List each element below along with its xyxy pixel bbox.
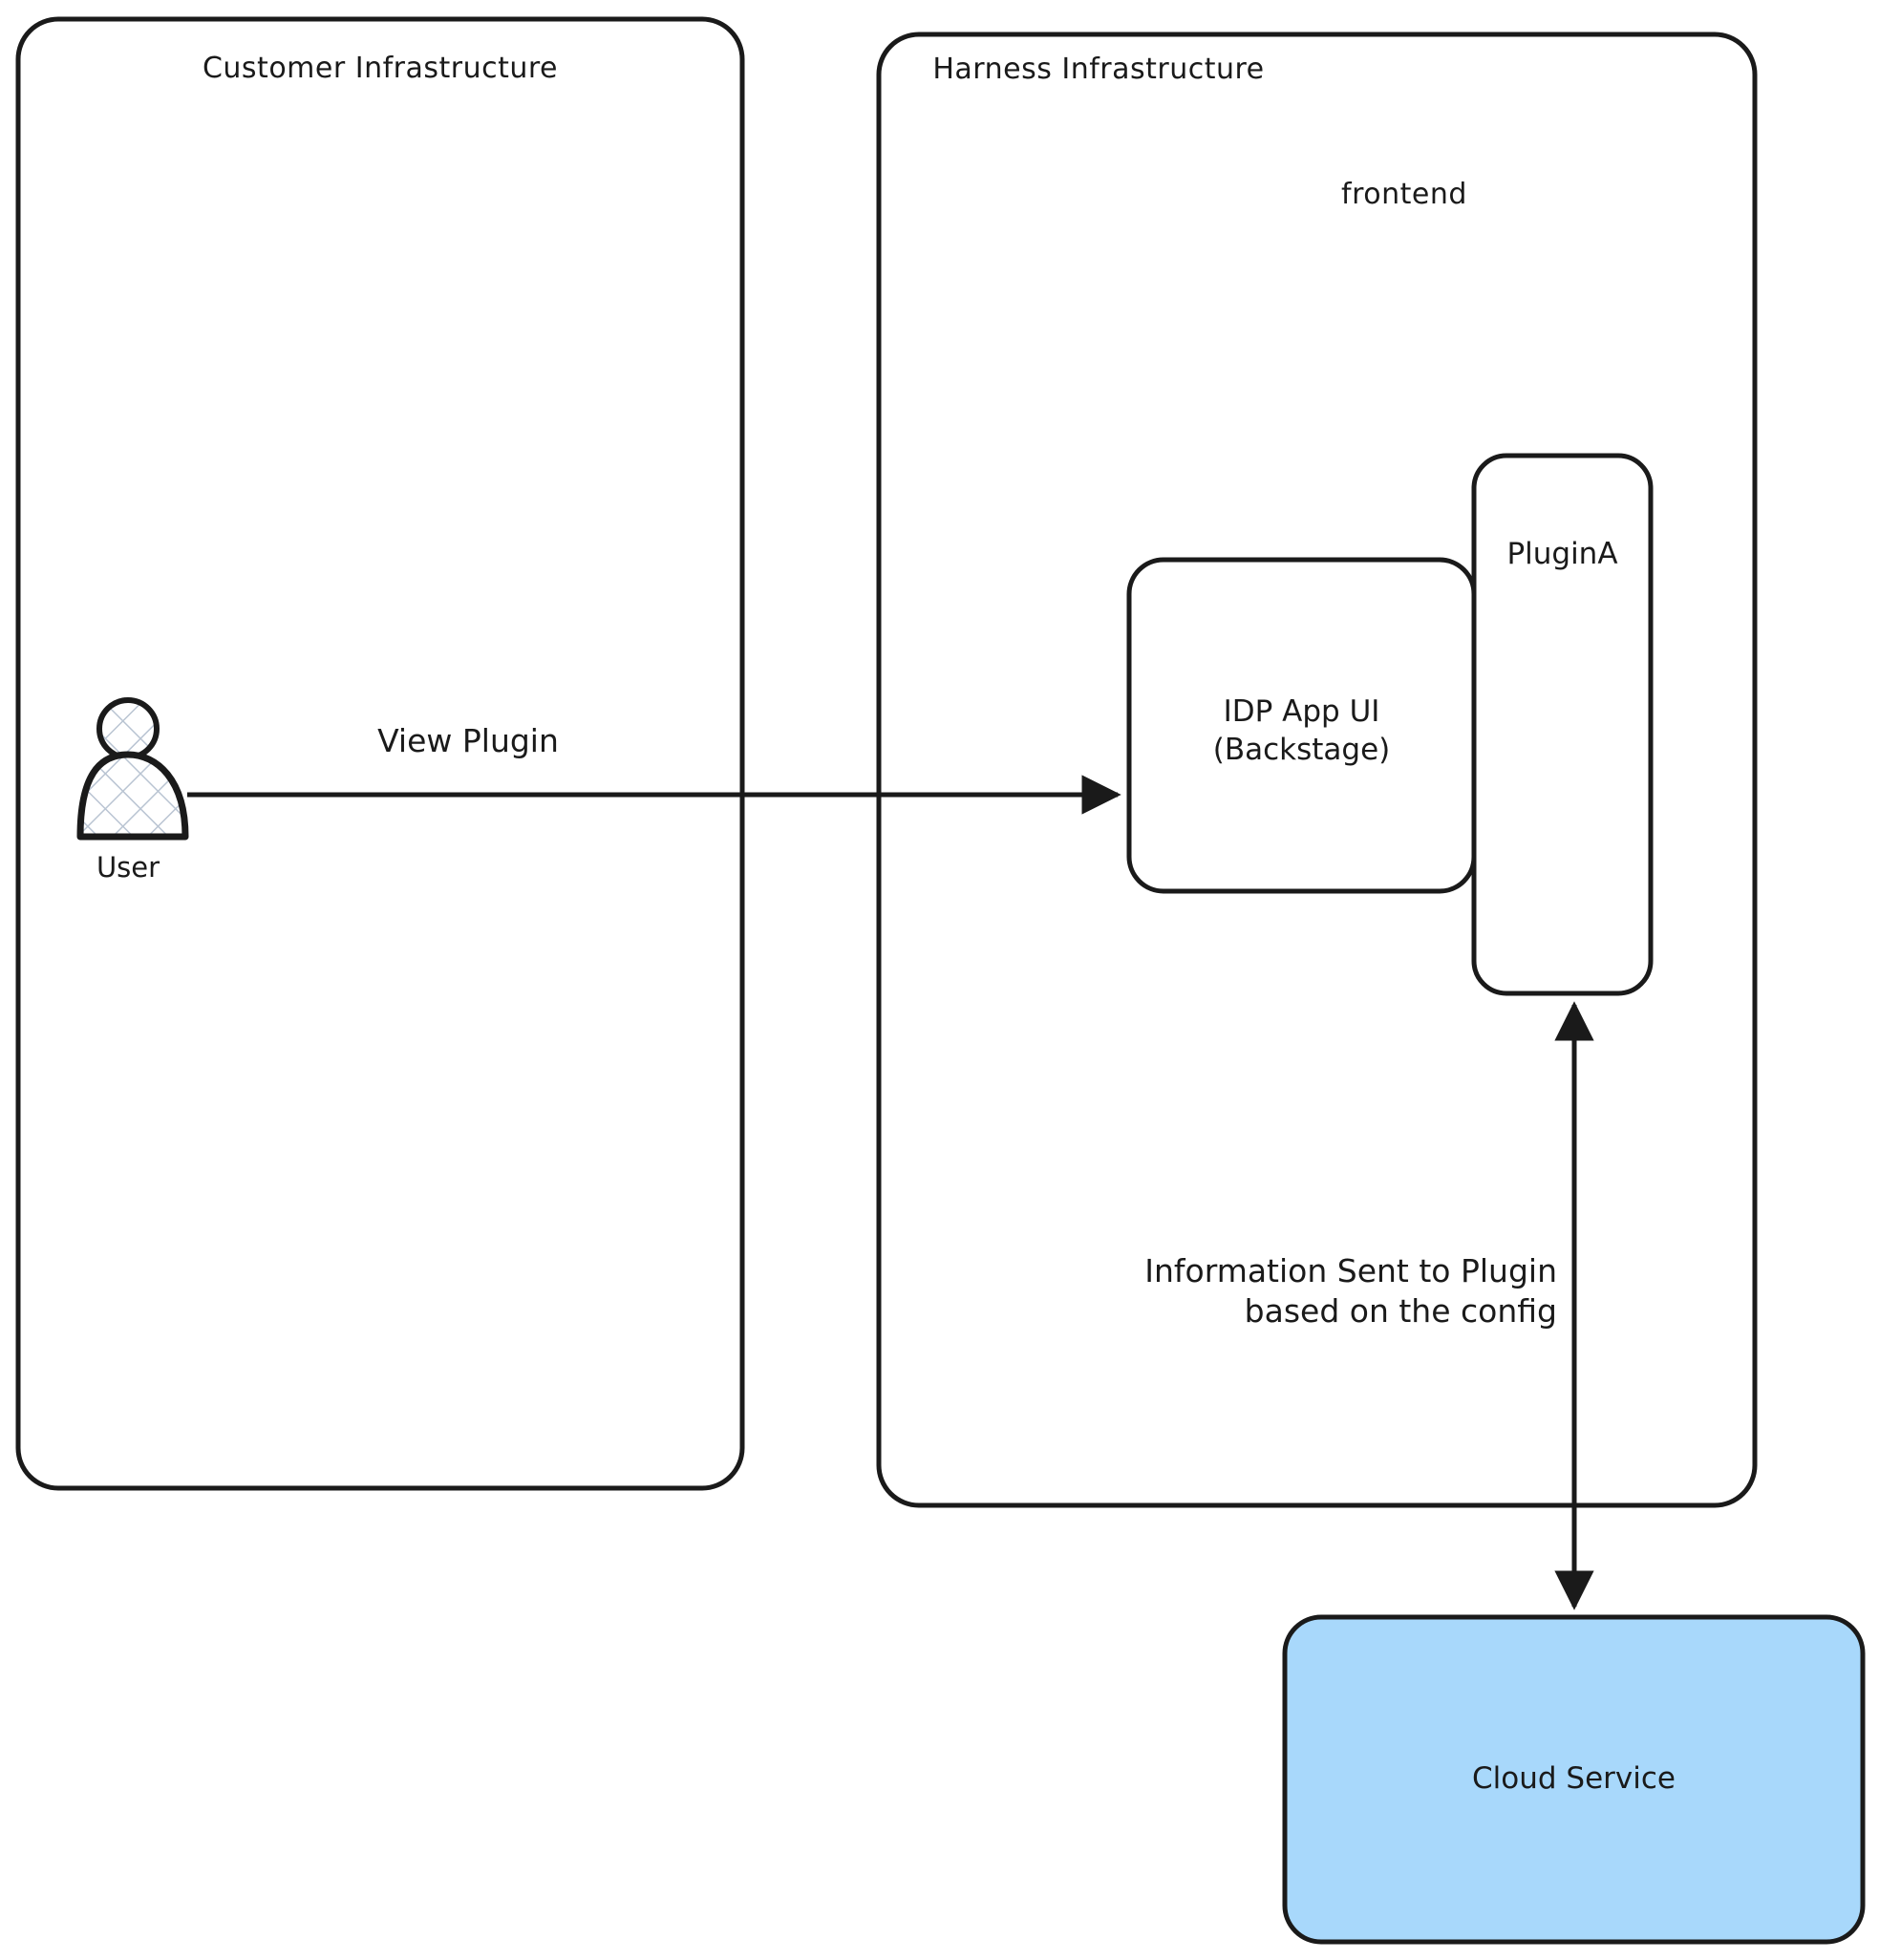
- actor-user-icon[interactable]: [76, 697, 189, 841]
- node-cloud-service[interactable]: [1282, 1614, 1866, 1945]
- node-idp-app-ui[interactable]: [1126, 557, 1477, 894]
- group-customer-infrastructure[interactable]: [15, 16, 745, 1491]
- node-plugin-a[interactable]: [1471, 453, 1654, 996]
